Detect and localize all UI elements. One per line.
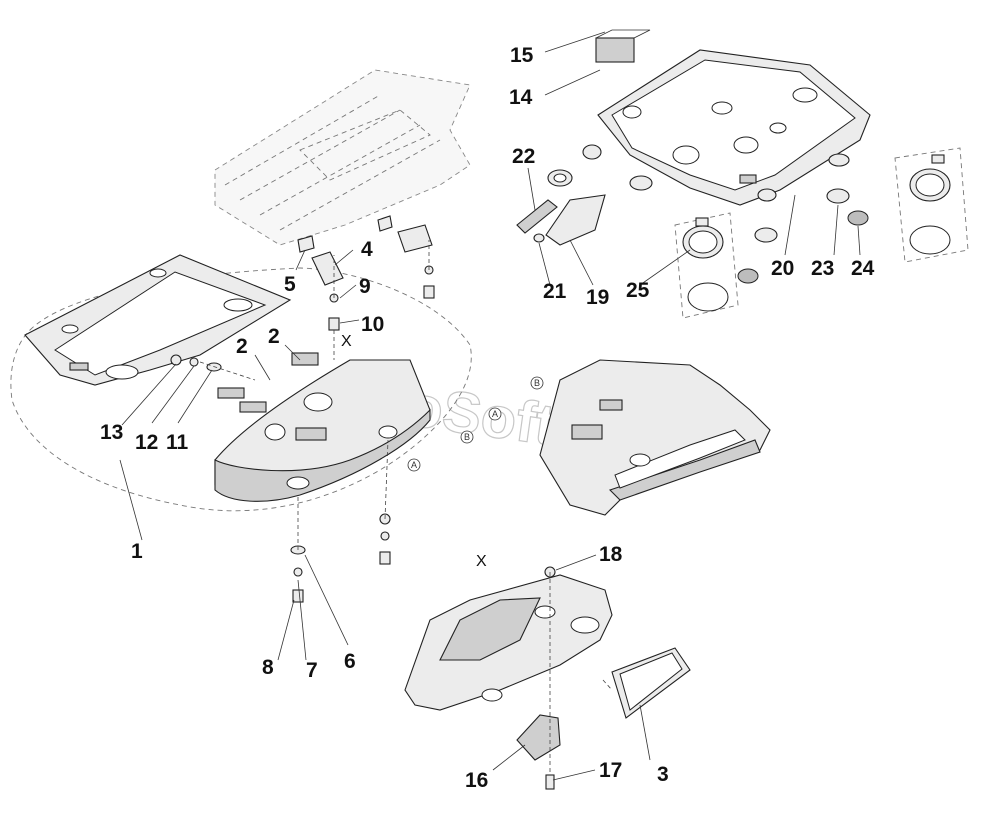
clip-5: [297, 215, 393, 253]
callout-23: 23: [811, 257, 834, 280]
x-marker-top: X: [341, 333, 352, 350]
callout-5: 5: [284, 273, 296, 296]
callout-7: 7: [306, 659, 318, 682]
assembly-line-lower: [549, 572, 613, 775]
trim-pieces-19-22: [516, 194, 606, 246]
callout-8: 8: [262, 656, 274, 679]
body-panel-ghost: [214, 69, 471, 246]
reference-circle-b-label: B: [464, 432, 470, 442]
callout-9: 9: [359, 275, 371, 298]
callout-14: 14: [509, 86, 533, 109]
seal-3: [611, 647, 691, 719]
callout-25: 25: [626, 279, 650, 302]
rear-parcel-shelf-left: [24, 254, 292, 386]
trunk-outline-ghost: [10, 267, 472, 512]
callout-15: 15: [510, 44, 534, 67]
latch-14-15: [595, 29, 651, 63]
x-marker-bottom: X: [476, 553, 487, 570]
reference-circle-b2-label: B: [534, 378, 540, 388]
speaker-grilles-right: [547, 144, 869, 284]
callout-13: 13: [100, 421, 123, 444]
cover-16: [516, 566, 561, 790]
callout-16: 16: [465, 769, 488, 792]
reference-circle-a: A: [407, 458, 421, 472]
callout-19: 19: [586, 286, 609, 309]
callout-18: 18: [599, 543, 623, 566]
bracket-4: [311, 224, 433, 286]
reference-circle-a2-label: A: [492, 409, 498, 419]
callout-10: 10: [361, 313, 384, 336]
callout-12: 12: [135, 431, 158, 454]
callout-2b: 2: [268, 325, 280, 348]
callout-1: 1: [131, 540, 143, 563]
callout-20: 20: [771, 257, 794, 280]
reference-circle-b: B: [460, 430, 474, 444]
callout-6: 6: [344, 650, 356, 673]
callout-11: 11: [166, 431, 189, 454]
callout-22: 22: [512, 145, 535, 168]
speaker-ring-right: [894, 147, 969, 263]
leader-lines: [119, 31, 861, 781]
callout-3: 3: [657, 763, 669, 786]
spare-tray-bottom: [404, 574, 613, 711]
assembly-line: [199, 240, 430, 550]
reference-circle-a-label: A: [411, 460, 417, 470]
callout-2a: 2: [236, 335, 248, 358]
callout-17: 17: [599, 759, 622, 782]
callout-4: 4: [361, 238, 373, 261]
trunk-lining-tray: [214, 352, 431, 502]
bolt-stack-6-7-8: [290, 513, 391, 603]
callout-21: 21: [543, 280, 567, 303]
reference-circle-b2: B: [530, 376, 544, 390]
trunk-floor-right: [539, 359, 771, 516]
speaker-ring-25: [674, 212, 739, 319]
reference-circle-a2: A: [488, 407, 502, 421]
rear-shelf-upper-right: [597, 49, 871, 206]
callout-24: 24: [851, 257, 875, 280]
